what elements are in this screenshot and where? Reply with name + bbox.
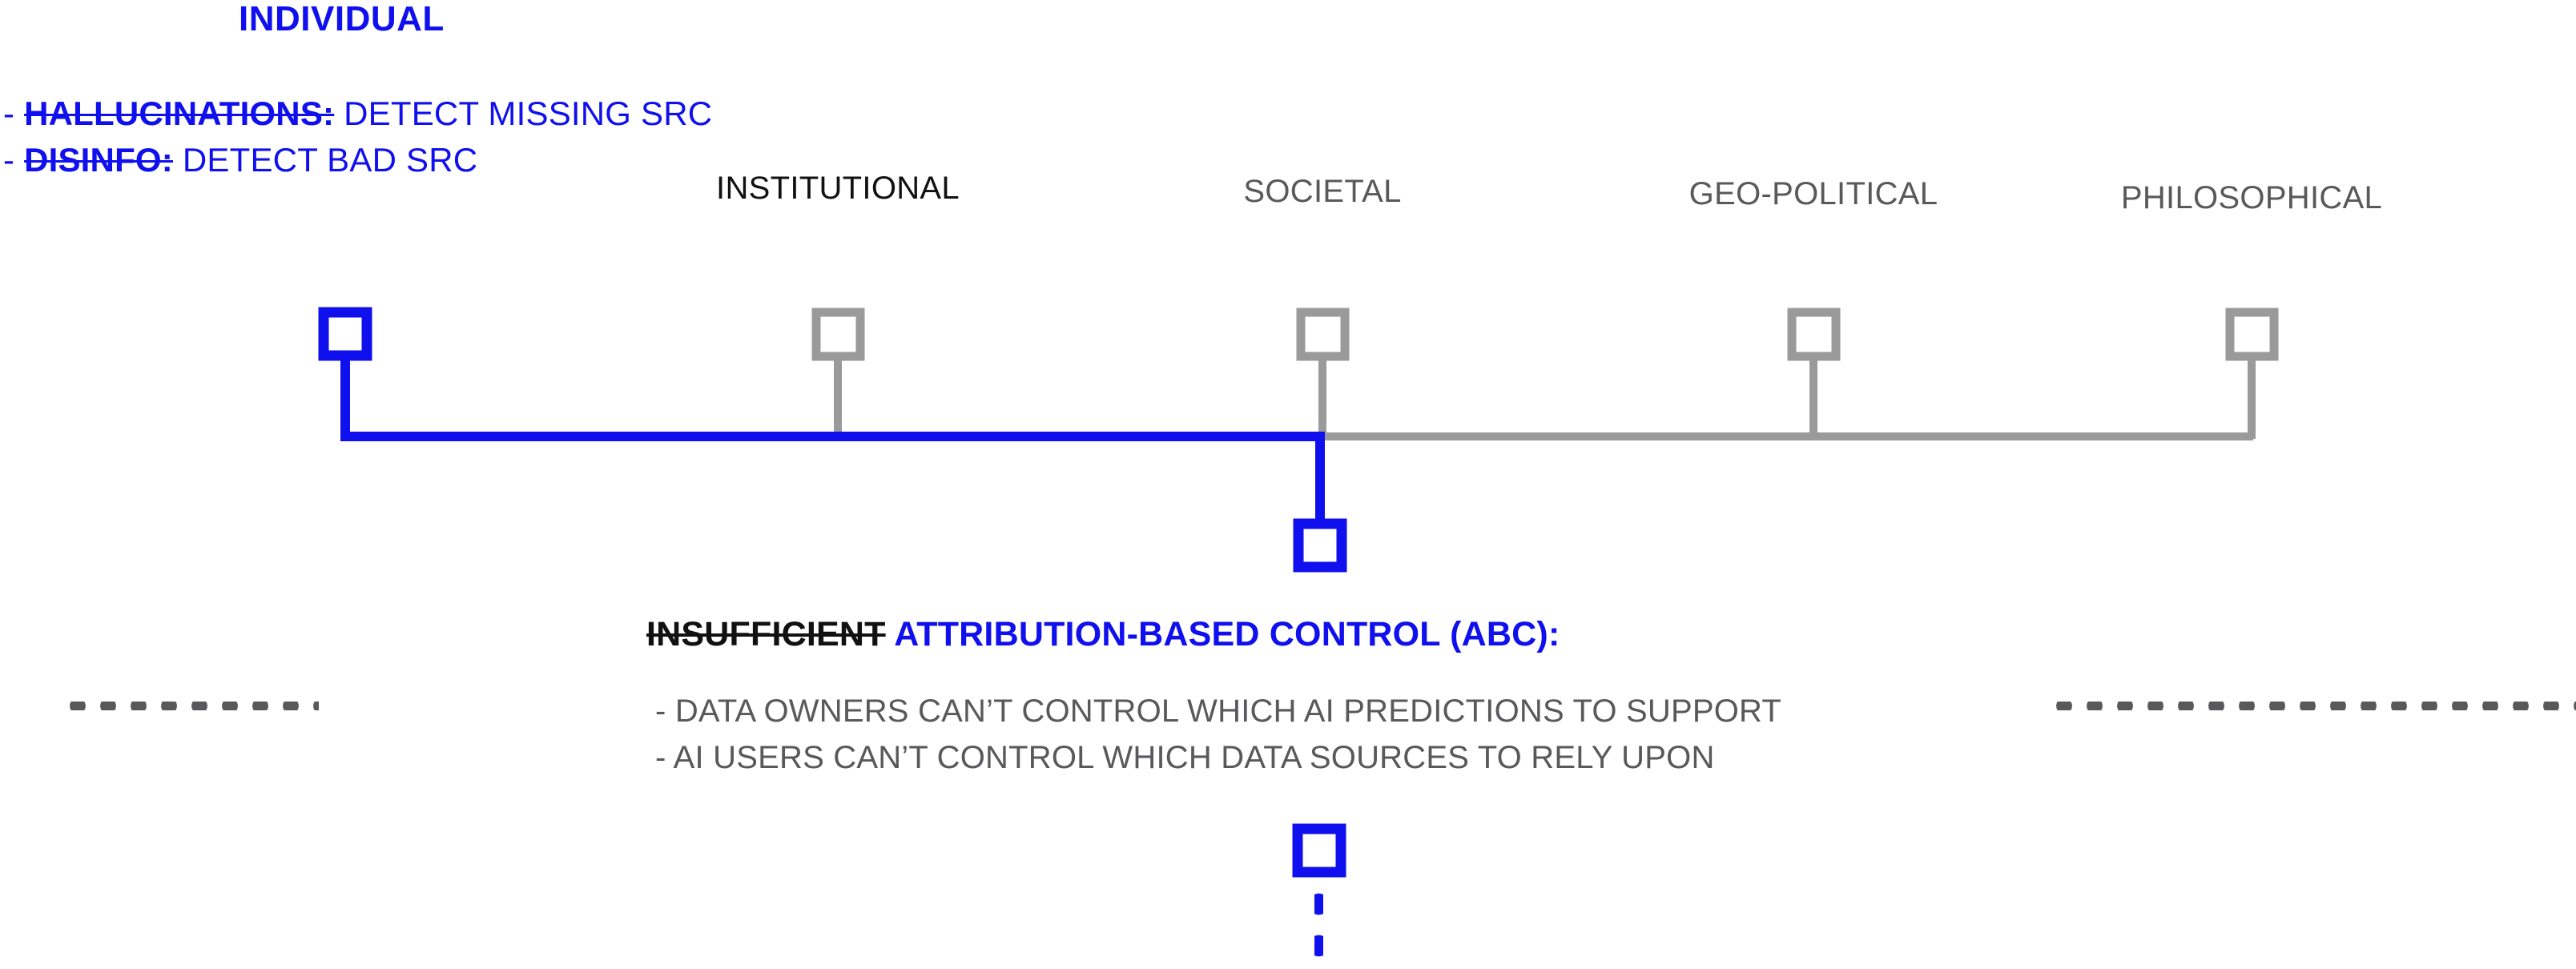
dotted-rule-vertical xyxy=(1314,883,1323,960)
issue-term-hallucinations: HALLUCINATIONS: xyxy=(24,94,335,132)
issue-description-disinfo: DETECT BAD SRC xyxy=(173,141,478,179)
abc-bullet-ai-users: - AI USERS CAN’T CONTROL WHICH DATA SOUR… xyxy=(655,740,1715,775)
axis-label-philosophical: PHILOSOPHICAL xyxy=(2120,180,2383,215)
timeline-path-blue xyxy=(340,356,1325,529)
abc-heading-text: ATTRIBUTION-BASED CONTROL (ABC): xyxy=(894,615,1560,653)
abc-bullet-data-owners: - DATA OWNERS CAN’T CONTROL WHICH AI PRE… xyxy=(655,694,1782,729)
abc-heading: INSUFFICIENT ATTRIBUTION-BASED CONTROL (… xyxy=(646,615,1560,654)
issue-line-disinfo: - DISINFO: DETECT BAD SRC xyxy=(3,141,477,179)
node-marker-terminal xyxy=(1292,823,1346,878)
issue-line-hallucinations: - HALLUCINATIONS: DETECT MISSING SRC xyxy=(3,94,712,133)
node-marker-philosophical xyxy=(2225,308,2279,361)
node-marker-geo-political xyxy=(1787,308,1841,361)
dotted-rule-left xyxy=(62,702,319,710)
issue-term-disinfo: DISINFO: xyxy=(24,141,173,179)
axis-label-societal: SOCIETAL xyxy=(1243,174,1402,209)
axis-label-institutional: INSTITUTIONAL xyxy=(716,171,960,206)
abc-heading-space xyxy=(886,615,895,653)
abc-strikethrough-word: INSUFFICIENT xyxy=(646,615,886,653)
issue-dash: - xyxy=(3,94,25,132)
issue-description-hallucinations: DETECT MISSING SRC xyxy=(334,94,713,132)
individual-heading: INDIVIDUAL xyxy=(239,0,445,38)
node-marker-institutional xyxy=(811,308,865,361)
node-marker-individual xyxy=(318,307,372,361)
dotted-rule-right xyxy=(2049,702,2576,710)
axis-label-geo-political: GEO-POLITICAL xyxy=(1688,176,1938,211)
node-marker-societal xyxy=(1296,308,1350,361)
node-marker-branch xyxy=(1293,518,1347,573)
issue-dash: - xyxy=(3,141,25,179)
